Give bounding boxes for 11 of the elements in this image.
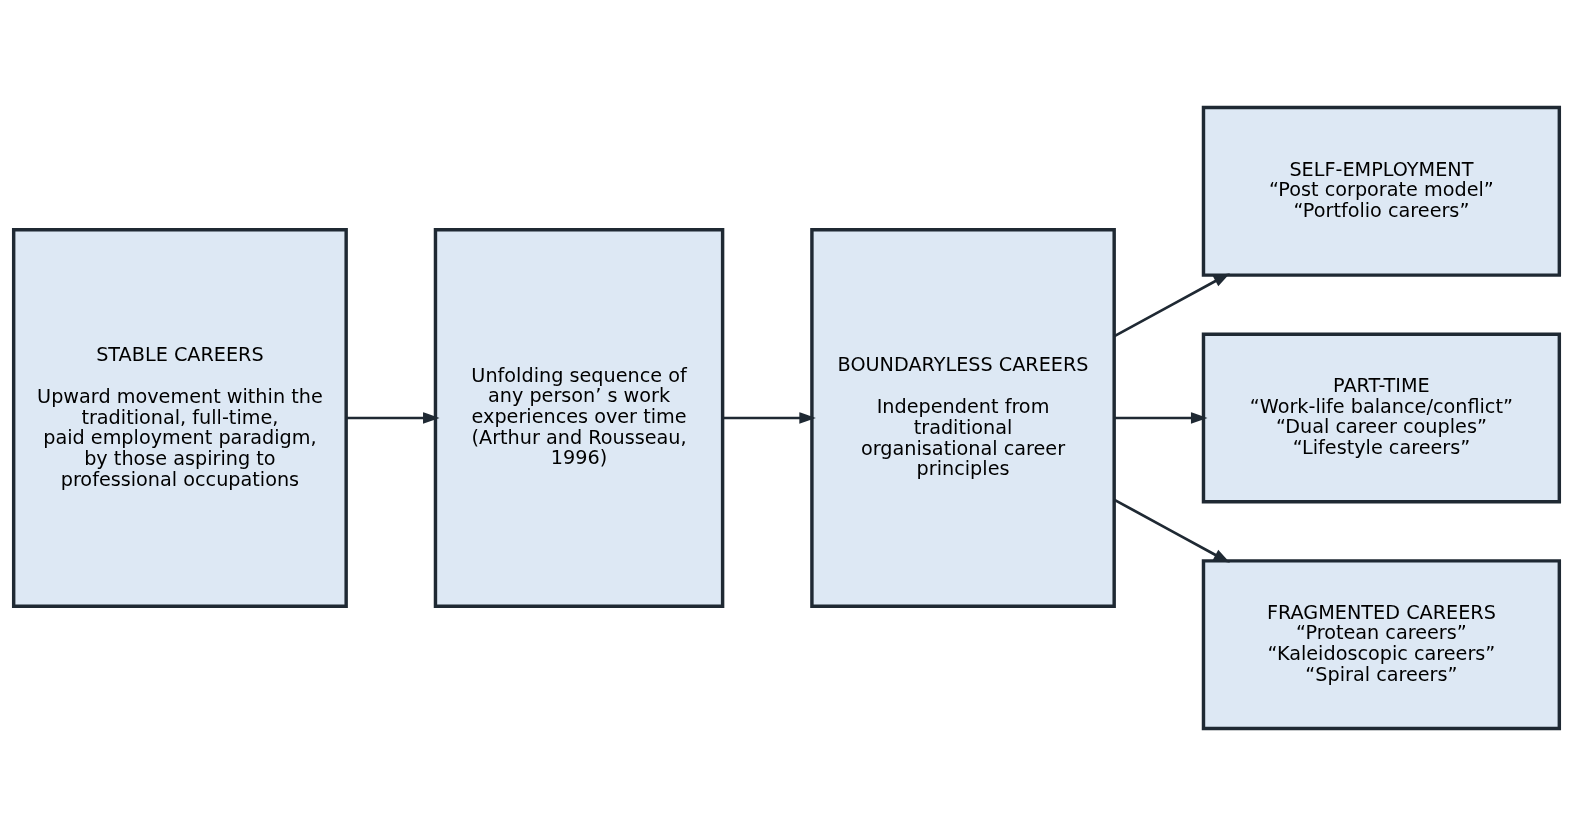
node-box: FRAGMENTED CAREERS “Protean careers” “Kaleidoscopic careers” “Spiral careers” xyxy=(1201,558,1562,730)
arrow xyxy=(1113,272,1230,337)
arrow xyxy=(346,411,440,424)
node-box: BOUNDARYLESS CAREERS Independent from traditional organisational career principles xyxy=(810,227,1116,608)
node-box: SELF-EMPLOYMENT “Post corporate model” “Portfolio careers” xyxy=(1201,105,1562,277)
node-box: PART-TIME “Work-life balance/conflict” “Dual career couples” “Lifestyle careers” xyxy=(1201,331,1562,504)
node-box: Unfolding sequence of any person’ s work experiences over time (Arthur and Rousseau, 1996) xyxy=(433,227,725,608)
node-box: STABLE CAREERS Upward movement within the traditional, full-time, paid employment paradigm, by those aspiring to professional occupations xyxy=(11,227,348,608)
arrow xyxy=(1114,411,1208,424)
arrow xyxy=(722,411,816,424)
arrow xyxy=(1113,498,1230,563)
